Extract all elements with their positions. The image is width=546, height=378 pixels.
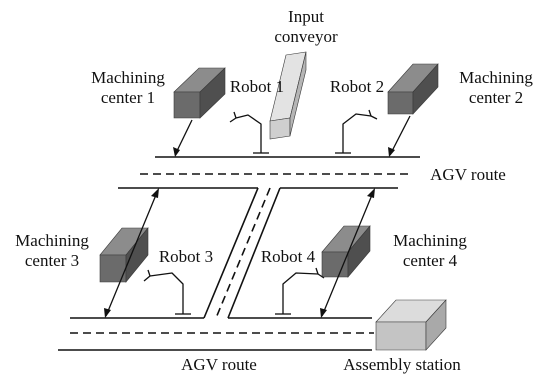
input-conveyor-side: [289, 51, 307, 137]
machining-center-2-front: [387, 91, 414, 115]
robot-2-label: Robot 2: [330, 77, 384, 96]
mc3-link-arrowhead-top: [151, 188, 159, 198]
machining-center-3-side: [125, 227, 149, 283]
machining-center-1-label-line1: Machining: [91, 68, 165, 87]
connector-left-edge: [203, 187, 259, 319]
robot-1-label: Robot 1: [230, 77, 284, 96]
machining-center-3-label-line2: center 3: [25, 251, 79, 270]
assembly-station-side: [425, 299, 447, 351]
robot-4-label: Robot 4: [261, 247, 316, 266]
mc4-link-arrowhead-bottom: [320, 308, 327, 318]
machining-center-3: [99, 227, 149, 283]
machining-center-2: [387, 63, 439, 115]
machining-center-4: [321, 225, 371, 278]
robot-3-label: Robot 3: [159, 247, 213, 266]
connector-center-dashed: [215, 187, 271, 319]
robot-2-arm: [335, 109, 378, 154]
mc3-link-arrowhead-bottom: [104, 308, 111, 318]
machining-center-3-label-line1: Machining: [15, 231, 89, 250]
input-conveyor-label-line1: Input: [288, 7, 324, 26]
agv-route-top-label: AGV route: [430, 165, 506, 184]
mc3-to-route-link: [105, 189, 159, 317]
machining-center-1-side: [199, 67, 226, 119]
agv-route-bottom-label: AGV route: [181, 355, 257, 374]
input-conveyor-label-line2: conveyor: [274, 27, 338, 46]
mc2-to-route-link: [389, 115, 411, 156]
mc1-link-arrowhead: [173, 147, 180, 157]
machining-center-4-side: [347, 225, 371, 278]
machining-center-2-side: [412, 63, 439, 115]
connector-right-edge: [227, 187, 281, 319]
mc4-to-route-link: [321, 189, 375, 317]
robot-1-arm: [229, 111, 269, 154]
machining-center-2-label-line1: Machining: [459, 68, 533, 87]
robot-3-arm: [143, 269, 191, 315]
machining-center-1-label-line2: center 1: [101, 88, 155, 107]
assembly-station-label: Assembly station: [343, 355, 461, 374]
machining-center-4-label-line2: center 4: [403, 251, 458, 270]
machining-center-1: [173, 67, 226, 119]
mc2-link-arrowhead: [388, 147, 395, 157]
assembly-station: [375, 299, 447, 351]
mc4-link-arrowhead-top: [367, 188, 375, 198]
robot-4-arm: [275, 267, 325, 315]
machining-center-4-front: [321, 251, 349, 278]
input-conveyor-front: [269, 117, 291, 140]
assembly-station-front: [375, 321, 427, 351]
machining-center-2-label-line2: center 2: [469, 88, 523, 107]
input-conveyor: [269, 51, 307, 140]
machining-center-1-front: [173, 91, 201, 119]
machining-center-4-label-line1: Machining: [393, 231, 467, 250]
